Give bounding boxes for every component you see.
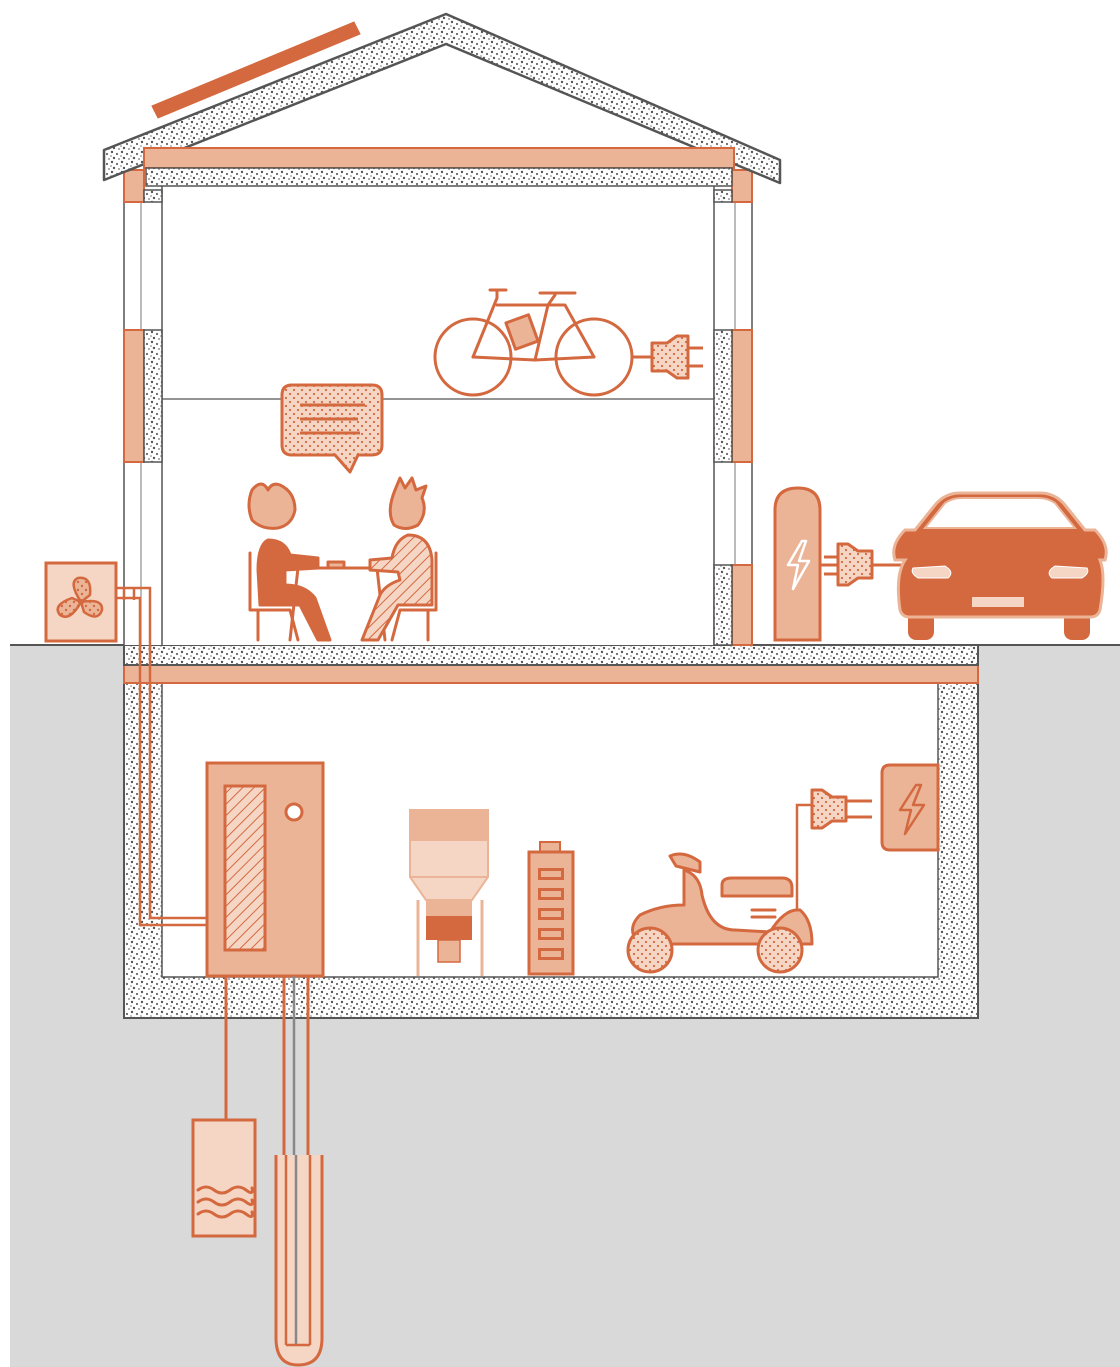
battery-icon (527, 841, 575, 976)
bike-plug-icon (650, 334, 703, 380)
heat-pump-icon (205, 761, 325, 978)
solar-panel-icon (151, 21, 361, 119)
boiler-icon (409, 809, 489, 976)
lightning-icon (880, 763, 940, 852)
refrigerant-pipes (116, 586, 207, 927)
bicycle-icon (433, 288, 654, 397)
house-walls (123, 169, 753, 646)
car-icon (892, 491, 1108, 640)
scooter-plug-icon (795, 788, 872, 910)
fan-icon (44, 561, 118, 643)
charging-station-icon (773, 486, 838, 642)
scooter-icon (626, 852, 814, 974)
people-icon (247, 476, 438, 642)
floor-slab (123, 644, 979, 666)
roof (102, 12, 782, 187)
geothermal-probe-icon (274, 1155, 324, 1367)
station-plug-icon (824, 542, 902, 587)
water-tank-icon (191, 1118, 257, 1238)
speech-bubble-icon (280, 383, 384, 474)
